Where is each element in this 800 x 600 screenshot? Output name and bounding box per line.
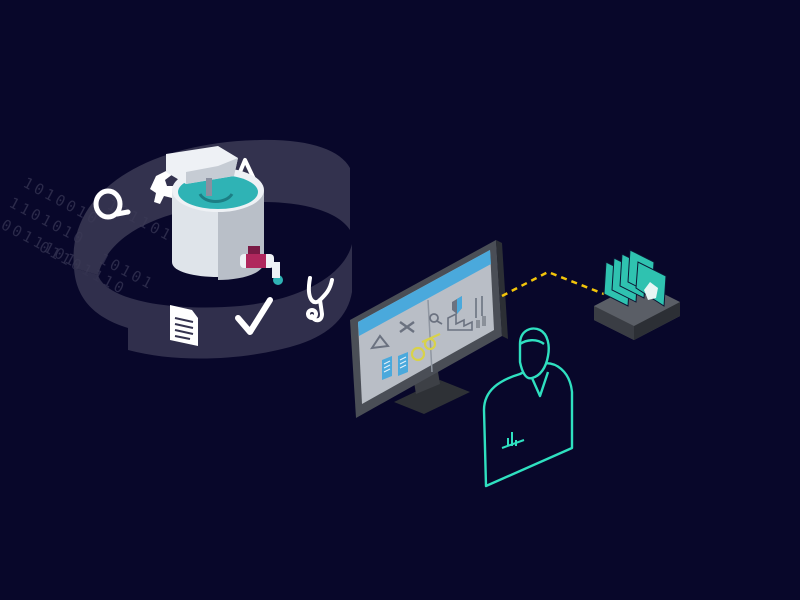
shield-icon <box>452 296 462 314</box>
document-icon <box>382 352 408 380</box>
stethoscope-icon <box>306 276 334 323</box>
ring-back-band <box>73 139 350 275</box>
warning-icon <box>369 334 390 350</box>
tank-liquid <box>178 175 258 209</box>
connection-line <box>501 270 605 298</box>
document-icon <box>170 305 198 346</box>
valve <box>240 246 283 285</box>
bar-chart-icon <box>476 316 486 328</box>
wrench-icon <box>399 321 415 333</box>
monitor-stand <box>394 380 470 414</box>
operator-figure <box>482 327 574 488</box>
screen-header-bar <box>358 250 491 336</box>
search-icon <box>429 313 443 325</box>
inspection-ring <box>73 139 352 359</box>
checkmark-icon <box>235 297 273 335</box>
computer-monitor <box>350 240 508 418</box>
gears-icon <box>410 332 441 362</box>
wrench-icon <box>150 170 178 204</box>
ring-front-band <box>74 244 352 359</box>
device-rack <box>594 249 680 340</box>
factory-icon <box>447 296 483 331</box>
bar-chart-icon <box>501 432 525 449</box>
mixing-tank <box>166 146 283 285</box>
operator-body <box>482 362 574 488</box>
search-icon <box>93 188 131 220</box>
rack-cards <box>603 249 667 307</box>
